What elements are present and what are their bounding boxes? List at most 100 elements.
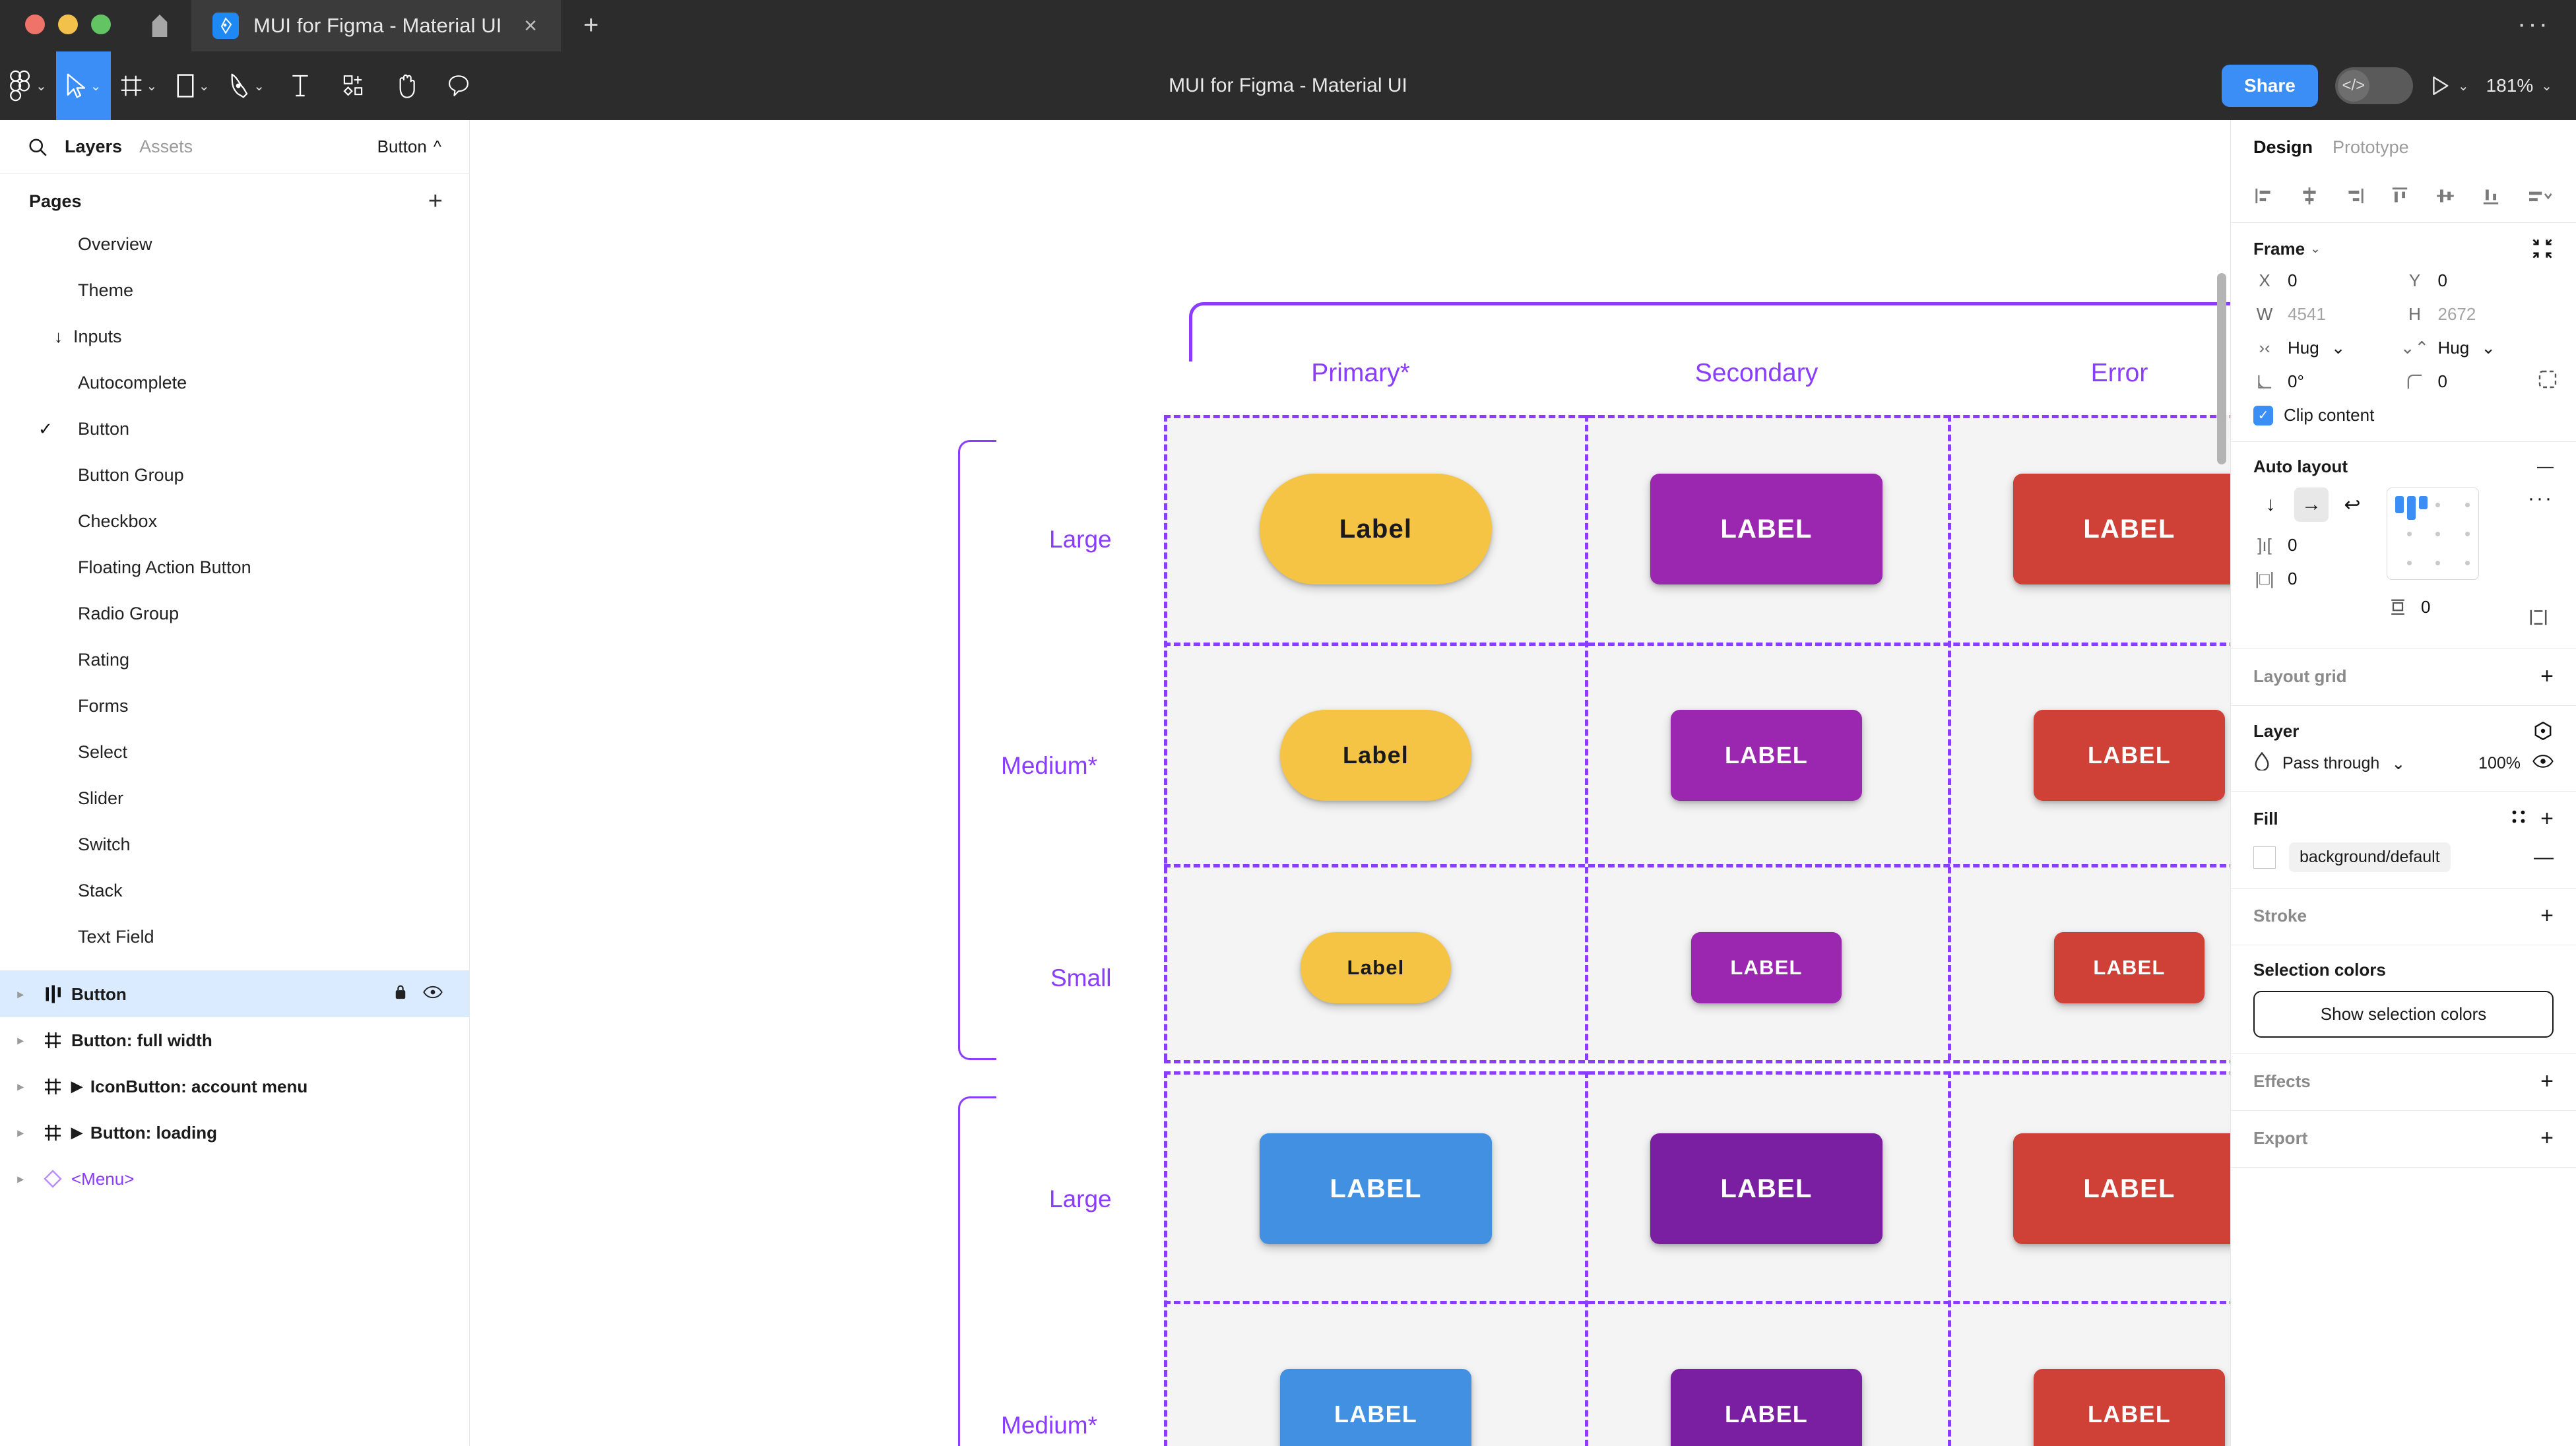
align-horizontal-center-icon[interactable] xyxy=(2299,185,2320,211)
material-button[interactable]: LABEL xyxy=(1671,710,1862,801)
figma-canvas[interactable]: Contained Primary* Secondary Error Warni… xyxy=(470,120,2230,1446)
remove-auto-layout-button[interactable]: — xyxy=(2537,457,2554,476)
auto-layout-wrap-button[interactable]: ↩ xyxy=(2344,493,2361,516)
search-icon[interactable] xyxy=(28,137,48,157)
auto-layout-more-options[interactable]: ··· xyxy=(2528,487,2554,509)
page-item-button-group[interactable]: Button Group xyxy=(0,452,469,498)
tab-layers[interactable]: Layers xyxy=(65,137,123,156)
chevron-down-icon[interactable]: ⌄ xyxy=(2310,241,2321,256)
pen-tool-button[interactable]: ⌄ xyxy=(219,51,274,120)
align-bottom-icon[interactable] xyxy=(2480,185,2501,211)
chevron-down-icon[interactable]: ⌄ xyxy=(2457,79,2469,94)
auto-layout-alignment-pad[interactable] xyxy=(2387,487,2479,580)
material-button[interactable]: Label xyxy=(1260,474,1492,584)
add-effect-button[interactable]: + xyxy=(2540,1069,2554,1094)
text-tool-button[interactable] xyxy=(274,51,327,120)
page-item-text-field[interactable]: Text Field xyxy=(0,914,469,960)
align-right-icon[interactable] xyxy=(2344,185,2366,211)
page-item-checkbox[interactable]: Checkbox xyxy=(0,498,469,544)
corner-radius-field[interactable]: 0 xyxy=(2404,370,2557,392)
layer-row[interactable]: ▸Button xyxy=(0,971,469,1017)
fill-swatch[interactable] xyxy=(2253,846,2276,869)
add-export-button[interactable]: + xyxy=(2540,1125,2554,1150)
resize-height-select[interactable]: ⌄⌃ Hug ⌄ xyxy=(2400,338,2554,358)
chevron-down-icon[interactable]: ⌄ xyxy=(90,79,102,94)
auto-layout-horizontal-button[interactable]: → xyxy=(2294,487,2329,522)
material-button[interactable]: LABEL xyxy=(1691,932,1842,1003)
share-button[interactable]: Share xyxy=(2222,65,2318,107)
chevron-down-icon[interactable]: ⌄ xyxy=(36,79,47,94)
new-tab-button[interactable]: + xyxy=(583,11,599,40)
add-page-button[interactable]: + xyxy=(428,187,443,216)
independent-corners-icon[interactable] xyxy=(2538,369,2558,394)
page-item-slider[interactable]: Slider xyxy=(0,775,469,821)
material-button[interactable]: LABEL xyxy=(2034,710,2225,801)
auto-layout-vertical-button[interactable]: ↓ xyxy=(2265,493,2276,515)
chevron-right-icon[interactable]: ▸ xyxy=(17,1079,24,1093)
page-item-radio-group[interactable]: Radio Group xyxy=(0,590,469,637)
distribute-icon[interactable] xyxy=(2526,185,2554,211)
material-button[interactable]: Label xyxy=(1280,710,1471,801)
component-selector[interactable]: Button ^ xyxy=(377,137,441,157)
material-button[interactable]: LABEL xyxy=(1650,1133,1883,1244)
remove-fill-button[interactable]: — xyxy=(2534,846,2554,868)
resize-width-select[interactable]: ›‹ Hug ⌄ xyxy=(2253,338,2404,358)
style-dots-icon[interactable] xyxy=(2510,808,2527,830)
page-item-overview[interactable]: Overview xyxy=(0,221,469,267)
clip-content-row[interactable]: ✓ Clip content xyxy=(2253,405,2554,425)
material-button[interactable]: LABEL xyxy=(1671,1369,1862,1446)
chevron-down-icon[interactable]: ⌄ xyxy=(198,79,210,94)
chevron-down-icon[interactable]: ⌄ xyxy=(2391,754,2406,773)
x-field[interactable]: X 0 xyxy=(2253,270,2404,291)
material-button[interactable]: LABEL xyxy=(1260,1133,1492,1244)
minimize-window-button[interactable] xyxy=(58,15,78,34)
zoom-level-selector[interactable]: 181% ⌄ xyxy=(2486,75,2552,96)
close-icon[interactable]: × xyxy=(524,13,537,38)
rotation-field[interactable]: 0° xyxy=(2253,371,2404,392)
hand-tool-button[interactable] xyxy=(379,51,432,120)
page-item-stack[interactable]: Stack xyxy=(0,867,469,914)
tab-prototype[interactable]: Prototype xyxy=(2333,137,2409,157)
page-item-autocomplete[interactable]: Autocomplete xyxy=(0,360,469,406)
comment-tool-button[interactable] xyxy=(432,51,485,120)
maximize-window-button[interactable] xyxy=(91,15,111,34)
chevron-right-icon[interactable]: ▸ xyxy=(17,1125,24,1139)
material-button[interactable]: LABEL xyxy=(1650,474,1883,584)
y-field[interactable]: Y 0 xyxy=(2404,270,2554,291)
eye-icon[interactable] xyxy=(2532,753,2554,774)
frame-tool-button[interactable]: ⌄ xyxy=(111,51,167,120)
material-button[interactable]: LABEL xyxy=(2054,932,2205,1003)
auto-layout-vertical-padding-field[interactable]: 0 xyxy=(2387,597,2430,617)
layer-row[interactable]: ▸▶Button: loading xyxy=(0,1110,469,1156)
lock-icon[interactable] xyxy=(393,984,408,1005)
dev-mode-toggle[interactable]: </> xyxy=(2334,67,2413,104)
show-selection-colors-button[interactable]: Show selection colors xyxy=(2253,991,2554,1038)
home-button[interactable] xyxy=(128,0,191,51)
page-item-inputs[interactable]: ↓Inputs xyxy=(0,313,469,360)
shape-tool-button[interactable]: ⌄ xyxy=(166,51,219,120)
material-button[interactable]: LABEL xyxy=(2013,1133,2230,1244)
chevron-right-icon[interactable]: ▸ xyxy=(17,987,24,1001)
auto-layout-gap-field[interactable]: ]ı[ 0 xyxy=(2253,535,2369,555)
fill-token-chip[interactable]: background/default xyxy=(2289,842,2451,872)
align-top-icon[interactable] xyxy=(2389,185,2410,211)
material-button[interactable]: LABEL xyxy=(1280,1369,1471,1446)
resources-tool-button[interactable] xyxy=(327,51,379,120)
auto-layout-horizontal-padding-field[interactable]: |□| 0 xyxy=(2253,569,2369,589)
chevron-down-icon[interactable]: ⌄ xyxy=(146,79,158,94)
page-item-rating[interactable]: Rating xyxy=(0,637,469,683)
material-button[interactable]: Label xyxy=(1301,932,1451,1003)
chevron-right-icon[interactable]: ▸ xyxy=(17,1033,24,1047)
page-item-switch[interactable]: Switch xyxy=(0,821,469,867)
frame-expand-button[interactable] xyxy=(2531,237,2554,260)
present-button[interactable]: ⌄ xyxy=(2430,75,2469,96)
chevron-down-icon[interactable]: ⌄ xyxy=(253,79,265,94)
align-left-icon[interactable] xyxy=(2253,185,2274,211)
overflow-menu-icon[interactable]: ··· xyxy=(2517,9,2550,38)
width-field[interactable]: W 4541 xyxy=(2253,304,2404,325)
add-layout-grid-button[interactable]: + xyxy=(2540,664,2554,689)
blend-mode-value[interactable]: Pass through xyxy=(2282,754,2380,772)
align-vertical-center-icon[interactable] xyxy=(2435,185,2456,211)
layer-row[interactable]: ▸<Menu> xyxy=(0,1156,469,1202)
add-stroke-button[interactable]: + xyxy=(2540,903,2554,928)
